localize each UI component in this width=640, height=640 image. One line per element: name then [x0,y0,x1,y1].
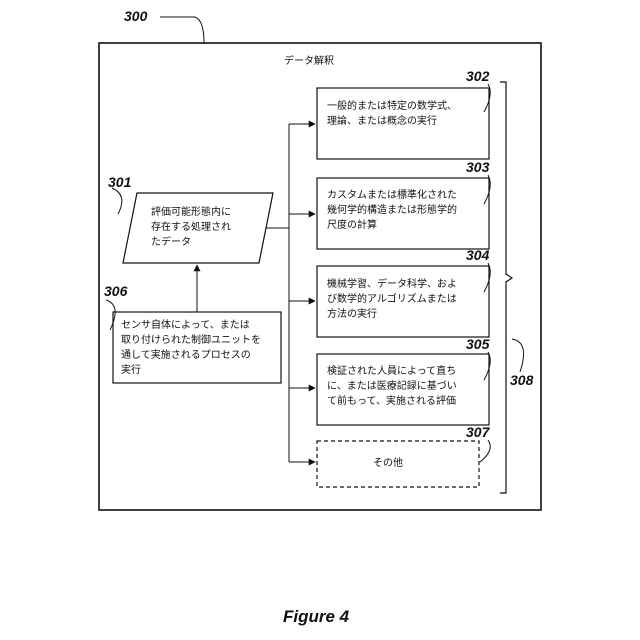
node-306-line: センサ自体によって、または [121,318,261,333]
leader-300 [160,17,204,43]
bracket-308 [500,82,512,493]
node-304-line: 機械学習、データ科学、およ [327,277,457,292]
node-301-line: たデータ [151,235,231,250]
leader-301 [112,188,122,214]
ref-306: 306 [104,283,127,299]
leader-307 [480,440,490,462]
node-302-line: 理論、または概念の実行 [327,114,457,129]
ref-302: 302 [466,68,489,84]
node-306-line: 実行 [121,363,261,378]
node-307-line: その他 [373,456,403,471]
node-307-text: その他 [373,456,403,471]
node-301-text: 評価可能形態内に 存在する処理され たデータ [151,205,231,250]
node-301-line: 評価可能形態内に [151,205,231,220]
node-304-text: 機械学習、データ科学、およ び数学的アルゴリズムまたは 方法の実行 [327,277,457,322]
ref-303: 303 [466,159,489,175]
node-302-text: 一般的または特定の数学式、 理論、または概念の実行 [327,99,457,129]
node-303-line: 幾何学的構造または形態学的 [327,203,457,218]
ref-307: 307 [466,424,489,440]
node-306-text: センサ自体によって、または 取り付けられた制御ユニットを 通して実施されるプロセ… [121,318,261,378]
ref-308: 308 [510,372,533,388]
node-304-line: 方法の実行 [327,307,457,322]
node-305-line: 検証された人員によって直ち [327,364,457,379]
node-303-line: カスタムまたは標準化された [327,188,457,203]
diagram-title: データ解釈 [284,52,334,67]
node-301-line: 存在する処理され [151,220,231,235]
ref-305: 305 [466,336,489,352]
node-306-line: 通して実施されるプロセスの [121,348,261,363]
node-303-line: 尺度の計算 [327,218,457,233]
ref-304: 304 [466,247,489,263]
node-304-line: び数学的アルゴリズムまたは [327,292,457,307]
node-306-line: 取り付けられた制御ユニットを [121,333,261,348]
node-305-line: に、または医療記録に基づい [327,379,457,394]
ref-301: 301 [108,174,131,190]
node-303-text: カスタムまたは標準化された 幾何学的構造または形態学的 尺度の計算 [327,188,457,233]
node-302-line: 一般的または特定の数学式、 [327,99,457,114]
leader-308 [512,339,524,372]
ref-300: 300 [124,8,147,24]
node-305-text: 検証された人員によって直ち に、または医療記録に基づい て前もって、実施される評… [327,364,457,409]
figure-caption: Figure 4 [283,607,349,627]
node-305-line: て前もって、実施される評価 [327,394,457,409]
